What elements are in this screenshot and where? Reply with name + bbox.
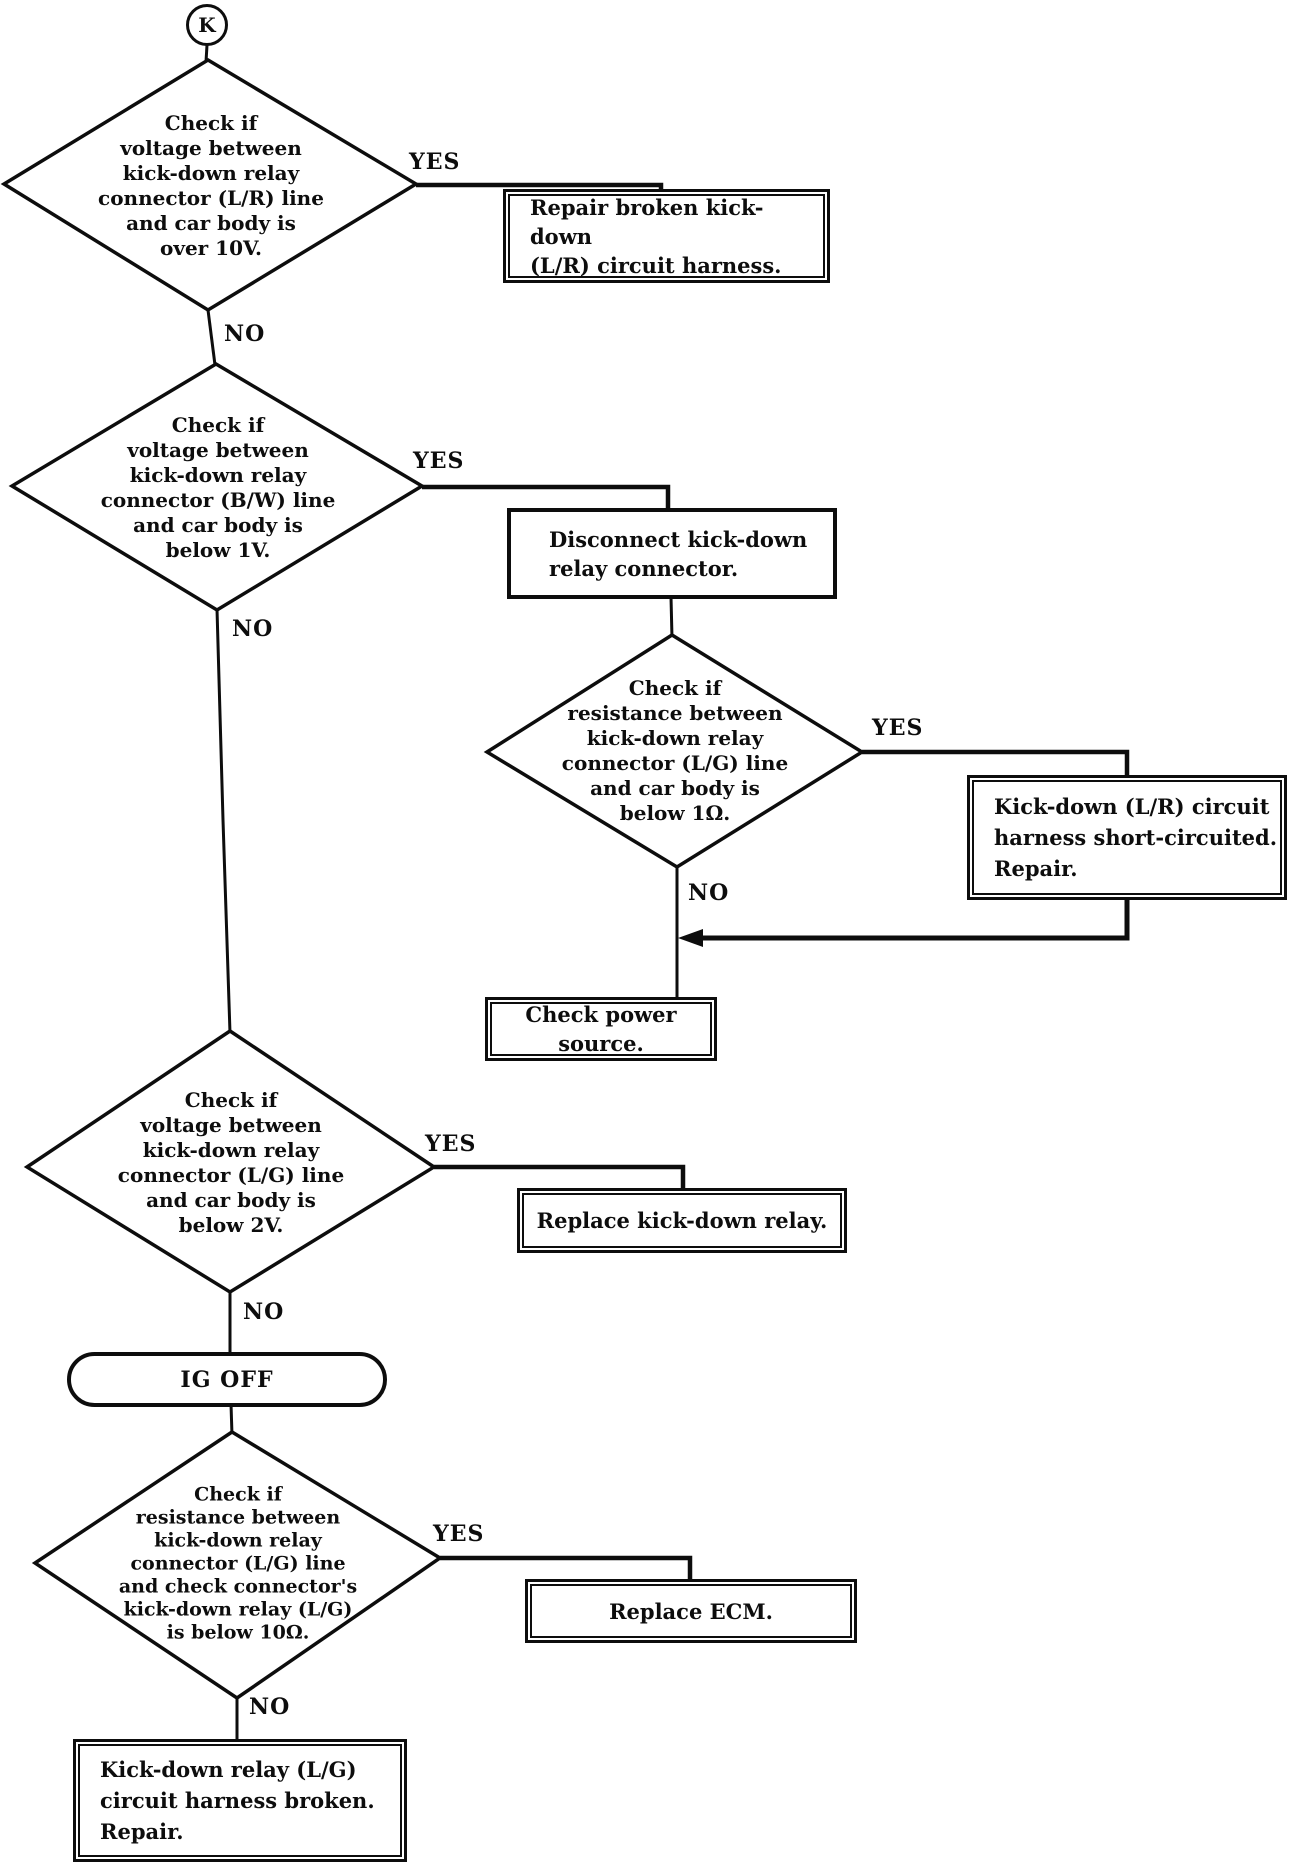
decision-5-text: Check if resistance between kick-down re… [118, 1483, 358, 1644]
action-check-power-text: Check power source. [525, 1002, 677, 1056]
d4-yes-label: YES [425, 1131, 477, 1157]
decision-3-shape [483, 632, 866, 870]
wire-disconnect-to-d3 [669, 596, 674, 639]
decision-2-shape [8, 361, 426, 613]
ig-off-text: IG OFF [180, 1366, 274, 1393]
action-replace-relay-text: Replace kick-down relay. [536, 1208, 828, 1233]
d5-no-label: NO [249, 1694, 291, 1720]
wire-shortcircuit-feedback [700, 897, 1130, 941]
d3-yes-label: YES [872, 715, 924, 741]
action-short-circuited-text: Kick-down (L/R) circuit harness short-ci… [994, 794, 1278, 881]
entry-connector-label: K [198, 13, 216, 37]
decision-1-shape [0, 57, 420, 313]
action-disconnect-relay-text: Disconnect kick-down relay connector. [549, 526, 808, 581]
action-harness-broken-box: Kick-down relay (L/G) circuit harness br… [73, 1739, 407, 1862]
decision-4-text: Check if voltage between kick-down relay… [117, 1088, 345, 1237]
wire-d5-yes [440, 1555, 693, 1582]
decision-5-shape [31, 1429, 444, 1701]
ig-off-node: IG OFF [67, 1352, 387, 1407]
decision-2-text: Check if voltage between kick-down relay… [100, 413, 336, 562]
action-replace-relay-box: Replace kick-down relay. [517, 1188, 847, 1253]
decision-4-shape [23, 1028, 438, 1295]
entry-connector-k: K [186, 4, 228, 46]
action-harness-broken-text: Kick-down relay (L/G) circuit harness br… [100, 1757, 375, 1844]
action-replace-ecm-box: Replace ECM. [525, 1579, 857, 1643]
d2-no-label: NO [232, 616, 274, 642]
action-check-power-box: Check power source. [485, 997, 717, 1061]
d1-no-label: NO [224, 321, 266, 347]
wire-d4-yes [434, 1164, 686, 1191]
action-disconnect-relay-box: Disconnect kick-down relay connector. [507, 508, 837, 599]
wire-d2-no [215, 608, 232, 1034]
feedback-arrowhead-icon [678, 929, 703, 947]
action-short-circuited-box: Kick-down (L/R) circuit harness short-ci… [967, 775, 1287, 900]
action-replace-ecm-text: Replace ECM. [609, 1598, 773, 1624]
wire-d2-yes [422, 484, 671, 511]
wire-igoff-to-d5 [229, 1403, 234, 1436]
d3-no-label: NO [688, 880, 730, 906]
action-repair-broken-harness-text: Repair broken kick-down (L/R) circuit ha… [530, 194, 782, 278]
action-repair-broken-harness-box: Repair broken kick-down (L/R) circuit ha… [503, 189, 830, 283]
d5-yes-label: YES [433, 1521, 485, 1547]
decision-1-text: Check if voltage between kick-down relay… [98, 111, 324, 260]
decision-3-text: Check if resistance between kick-down re… [561, 676, 789, 825]
d1-yes-label: YES [409, 149, 461, 175]
wire-d1-no [206, 309, 217, 366]
d2-yes-label: YES [413, 448, 465, 474]
d4-no-label: NO [243, 1299, 285, 1325]
wire-d3-yes [862, 749, 1130, 778]
